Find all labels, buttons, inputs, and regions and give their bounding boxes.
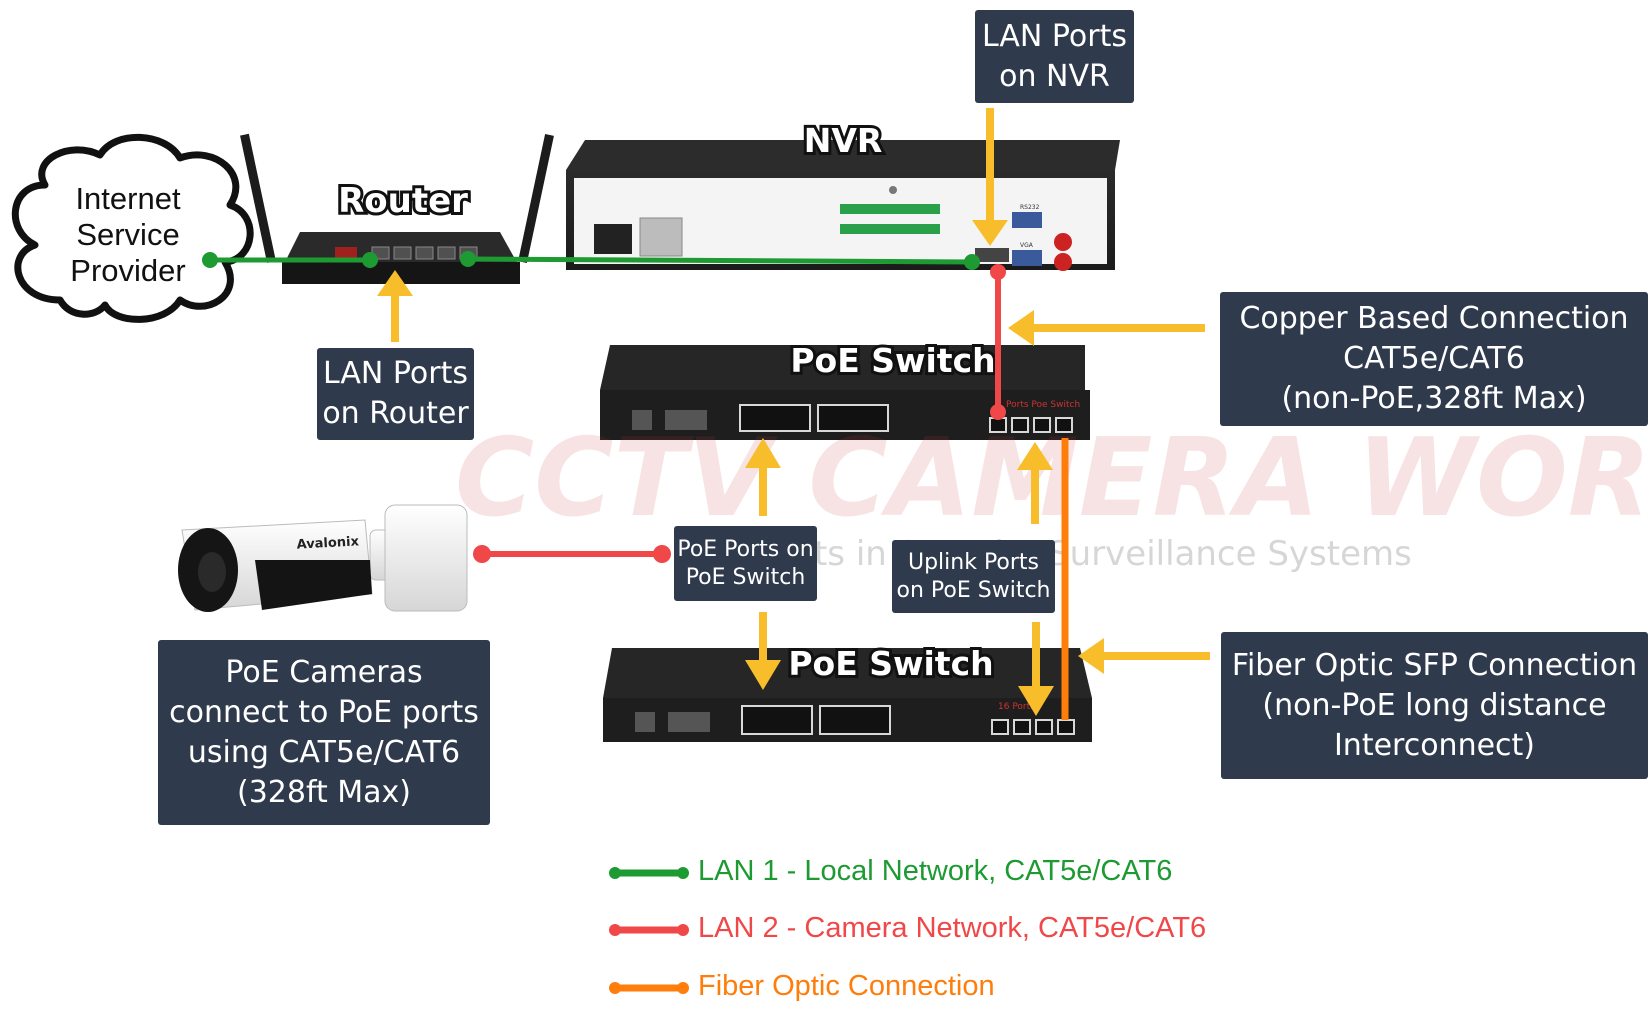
- nvr-label: NVR: [804, 121, 883, 160]
- callout-poe-ports-text: PoE Ports on PoE Switch: [677, 536, 814, 590]
- callout-fiber: Fiber Optic SFP Connection (non-PoE long…: [1221, 632, 1648, 779]
- callout-lan-ports-router-text: LAN Ports on Router: [322, 356, 469, 431]
- arrow-router-lan: [377, 270, 413, 342]
- arrow-fiber: [1078, 638, 1210, 674]
- legend-swatch-lan2: [609, 924, 689, 936]
- callout-lan-ports-router: LAN Ports on Router: [317, 348, 474, 440]
- callout-poe-cameras: PoE Cameras connect to PoE ports using C…: [158, 640, 490, 825]
- legend-swatch-fiber: [609, 982, 689, 994]
- poe-switch-bottom-device: [603, 648, 1092, 742]
- poe-switch-top-label: PoE Switch: [790, 341, 995, 380]
- poe-camera-device: [178, 504, 468, 612]
- arrow-poe-bottom: [745, 612, 781, 690]
- isp-label: Internet Service Provider: [70, 181, 186, 288]
- lan1-dot-nvr: [964, 254, 980, 270]
- arrow-uplink-top: [1017, 442, 1053, 524]
- arrow-copper: [1008, 310, 1205, 346]
- watermark-brand: CCTV CAMERA WORLD: [455, 416, 1650, 541]
- callout-lan-ports-nvr: LAN Ports on NVR: [975, 10, 1134, 103]
- switch-bottom-port-text: 16 Ports: [998, 702, 1035, 712]
- lan1-dot-isp: [202, 252, 218, 268]
- callout-poe-ports: PoE Ports on PoE Switch: [674, 526, 817, 601]
- legend-item-lan2: LAN 2 - Camera Network, CAT5e/CAT6: [698, 912, 1207, 944]
- lan2-dot-camera: [473, 545, 491, 563]
- lan2-dot-nvr: [990, 264, 1006, 280]
- nvr-vga-text: VGA: [1020, 242, 1034, 249]
- router-label: Router: [338, 181, 468, 221]
- legend-swatch-lan1: [609, 867, 689, 879]
- arrow-nvr-lan: [972, 108, 1008, 246]
- lan2-dot-poe-port: [653, 545, 671, 563]
- legend-item-lan1: LAN 1 - Local Network, CAT5e/CAT6: [698, 855, 1173, 887]
- arrow-poe-top: [745, 438, 781, 516]
- lan2-dot-switch: [990, 404, 1006, 420]
- callout-copper-text: Copper Based Connection CAT5e/CAT6 (non-…: [1239, 301, 1629, 416]
- lan2-connection: [479, 269, 1001, 557]
- nvr-device: [566, 140, 1120, 271]
- nvr-rs232-text: RS232: [1020, 204, 1040, 211]
- callout-fiber-text: Fiber Optic SFP Connection (non-PoE long…: [1231, 647, 1638, 763]
- legend-item-fiber: Fiber Optic Connection: [698, 970, 995, 1002]
- camera-brand-label: Avalonix: [296, 534, 360, 552]
- callout-arrows: [377, 108, 1210, 716]
- callout-uplink-ports-text: Uplink Ports on PoE Switch: [896, 549, 1051, 603]
- lan1-dot-router-wan: [362, 252, 378, 268]
- switch-top-port-text: Ports Poe Switch: [1006, 400, 1080, 410]
- lan1-connection: [207, 256, 975, 265]
- legend-swatches: [609, 867, 689, 994]
- callout-copper: Copper Based Connection CAT5e/CAT6 (non-…: [1220, 292, 1648, 426]
- lan1-dot-router-lan: [460, 251, 476, 267]
- isp-cloud: [11, 133, 254, 323]
- poe-switch-bottom-label: PoE Switch: [788, 644, 993, 683]
- poe-switch-top-device: [600, 345, 1090, 440]
- callout-uplink-ports: Uplink Ports on PoE Switch: [892, 540, 1055, 613]
- callout-lan-ports-nvr-text: LAN Ports on NVR: [981, 18, 1127, 94]
- callout-poe-cameras-text: PoE Cameras connect to PoE ports using C…: [169, 654, 479, 810]
- arrow-uplink-bottom: [1018, 622, 1054, 716]
